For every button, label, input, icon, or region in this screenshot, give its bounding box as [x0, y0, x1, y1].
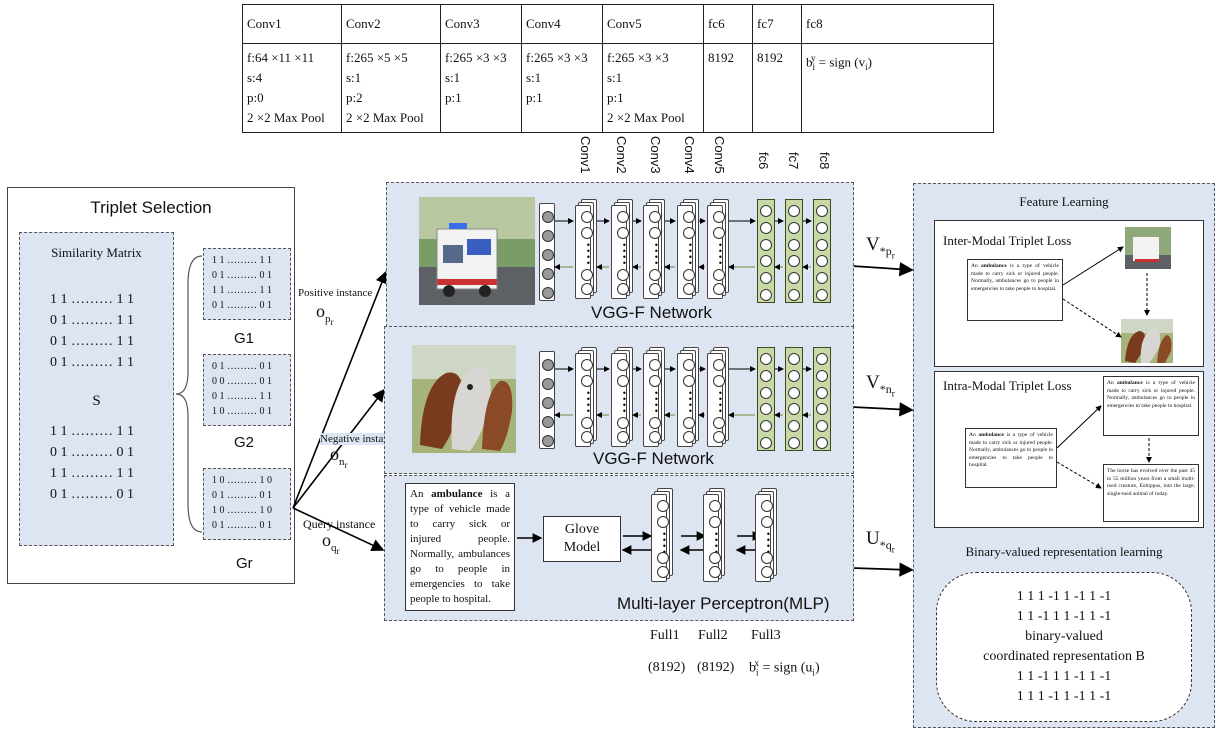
vgg-network-label-negative: VGG-F Network: [593, 449, 714, 469]
query-text-box: An ambulance is a type of vehicle made t…: [405, 483, 515, 611]
neuron-node: [709, 516, 721, 528]
mlp-label: Multi-layer Perceptron(MLP): [617, 594, 830, 614]
intra-modal-box: Intra-Modal Triplet Loss An ambulance is…: [934, 371, 1204, 528]
inter-modal-arrows: [935, 221, 1203, 366]
ambulance-image: [419, 197, 535, 305]
neuron-node: [761, 552, 773, 564]
feature-learning-panel: Feature Learning Inter-Modal Triplet Los…: [913, 183, 1215, 728]
layer-arrows: [535, 195, 865, 315]
horses-image: [412, 345, 516, 453]
neuron-node: [657, 500, 669, 512]
vgg-panel-positive: • • • •• • • •• • • •• • • •• • • • VGG-…: [386, 182, 854, 327]
neuron-node: [709, 552, 721, 564]
positive-instance-symbol: opr: [316, 301, 334, 327]
mlp-panel: An ambulance is a type of vehicle made t…: [384, 475, 854, 621]
intra-modal-arrows: [935, 372, 1203, 527]
neuron-node: [761, 566, 773, 578]
binary-learning-title: Binary-valued representation learning: [914, 544, 1214, 560]
feature-learning-title: Feature Learning: [914, 194, 1214, 210]
neuron-node: [709, 566, 721, 578]
neuron-node: [657, 516, 669, 528]
vgg-network-label-positive: VGG-F Network: [591, 303, 712, 323]
output-u-query: U*qr: [866, 528, 895, 554]
negative-instance-symbol: onr: [330, 444, 348, 470]
neuron-node: [761, 516, 773, 528]
neuron-node: [761, 500, 773, 512]
vgg-layers-positive: • • • •• • • •• • • •• • • •• • • •: [535, 195, 855, 305]
output-v-negative: V*nr: [866, 372, 895, 398]
mlp-sign-formula: bix = sign (ui): [749, 658, 820, 677]
output-v-positive: V*pr: [866, 234, 895, 260]
mlp-dim1-label: (8192): [648, 660, 685, 676]
inter-modal-box: Inter-Modal Triplet Loss An ambulance is…: [934, 220, 1204, 367]
vgg-panel-negative: • • • •• • • •• • • •• • • •• • • • VGG-…: [384, 326, 854, 474]
neuron-node: [657, 552, 669, 564]
mlp-full3-label: Full3: [751, 628, 781, 644]
query-instance-symbol: oqr: [322, 530, 340, 556]
neuron-node: [709, 500, 721, 512]
binary-representation-box: 1 1 1 -1 1 -1 1 -1 1 1 -1 1 1 -1 1 -1 bi…: [936, 572, 1192, 722]
mlp-layers: • • • •• • • •• • • •: [651, 486, 801, 586]
mlp-full2-label: Full2: [698, 628, 728, 644]
neuron-node: [657, 566, 669, 578]
layer-arrows: [535, 343, 865, 463]
positive-instance-label: Positive instance: [298, 287, 372, 299]
vgg-layers-negative: • • • •• • • •• • • •• • • •• • • •: [535, 343, 855, 453]
mlp-full1-label: Full1: [650, 628, 680, 644]
mlp-dim2-label: (8192): [697, 660, 734, 676]
